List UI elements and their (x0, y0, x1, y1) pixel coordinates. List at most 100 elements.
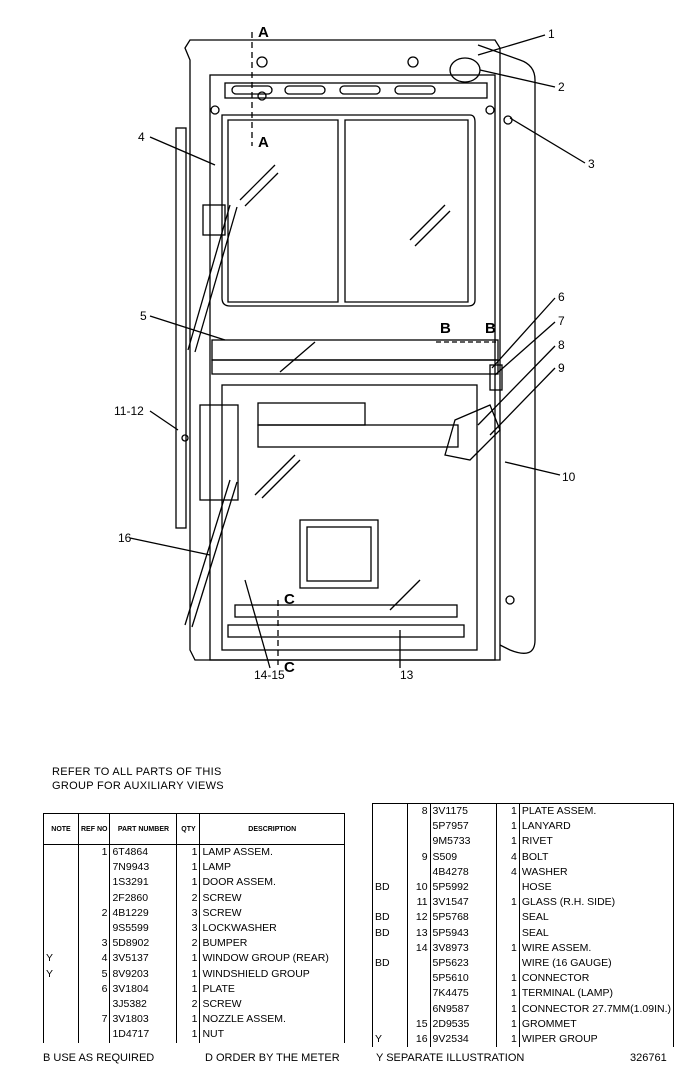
callout-label: 10 (562, 470, 576, 484)
description-cell: DOOR ASSEM. (202, 876, 276, 889)
seal-strip (175, 127, 187, 529)
part-number-cell: 3V1803 (109, 1012, 178, 1028)
qty-cell: 1 (496, 1032, 520, 1048)
lamp (449, 57, 481, 83)
ref-cell: 2 (78, 905, 111, 922)
header-note: NOTE (43, 813, 79, 845)
part-number-cell: 3V1175 (430, 803, 498, 820)
note-cell: Y (43, 951, 79, 967)
section-view-letter: C (284, 591, 295, 608)
note-cell (43, 936, 79, 952)
description-cell: LANYARD (521, 820, 571, 833)
qty-cell: 2 (176, 890, 201, 906)
section-view-letter: C (284, 659, 295, 676)
description-cell: RIVET (521, 835, 553, 848)
qty-cell: 1 (176, 1027, 201, 1043)
callout-label: 1 (548, 27, 555, 41)
part-number-cell: 5D8902 (109, 936, 178, 952)
part-number-cell: 5P5992 (430, 880, 498, 896)
header-qty: QTY (176, 813, 201, 845)
qty-cell: 4 (496, 849, 520, 865)
note-cell: BD (372, 880, 408, 896)
description-cell: PLATE ASSEM. (521, 805, 597, 817)
note-cell (372, 864, 408, 881)
part-number-cell: 5P5610 (430, 971, 498, 987)
ref-cell (407, 986, 431, 1002)
part-number-cell: 2F2860 (109, 890, 178, 906)
callout-label: 11-12 (114, 404, 144, 418)
part-number-cell: 3V1804 (109, 981, 178, 998)
part-number-cell: 9M5733 (430, 834, 498, 850)
qty-cell: 1 (496, 971, 520, 987)
section-view-letter: A (258, 24, 269, 41)
hose-fitting (444, 404, 501, 461)
ref-cell: 14 (407, 940, 431, 957)
qty-cell: 4 (496, 864, 520, 881)
access-plate (299, 519, 379, 589)
ref-cell (407, 971, 431, 987)
qty-cell: 1 (496, 803, 520, 820)
wiper-motor (199, 404, 239, 501)
ref-cell: 15 (407, 1016, 431, 1033)
description-cell: BOLT (521, 850, 549, 863)
part-number-cell: 5P7957 (430, 819, 498, 835)
qty-cell: 1 (496, 940, 520, 957)
header-ref-no: REF NO (78, 813, 111, 845)
callout-label: 9 (558, 361, 565, 375)
ref-cell (78, 1027, 111, 1043)
part-number-cell: 4B4278 (430, 864, 498, 881)
part-number-cell: 6N9587 (430, 1001, 498, 1017)
qty-cell (496, 925, 520, 941)
qty-cell: 1 (176, 875, 201, 891)
ref-cell (407, 1001, 431, 1017)
seal-bottom (227, 624, 465, 638)
callout-label: 5 (140, 309, 147, 323)
note-cell (43, 997, 79, 1013)
note-cell (43, 921, 79, 937)
description-cell: WIRE ASSEM. (521, 941, 592, 954)
callout-label: 6 (558, 290, 565, 304)
description-cell: LAMP ASSEM. (202, 846, 273, 858)
note-cell (372, 895, 408, 911)
ref-cell: 5 (78, 966, 111, 982)
parts-table-left: NOTE REF NO PART NUMBER QTY DESCRIPTION … (43, 813, 345, 1043)
ref-cell: 7 (78, 1012, 111, 1028)
note-cell: BD (372, 910, 408, 926)
ref-cell: 12 (407, 910, 431, 926)
ref-cell: 3 (78, 936, 111, 952)
callout-label: 4 (138, 130, 145, 144)
part-number-cell: 6T4864 (109, 844, 178, 861)
note-cell (43, 875, 79, 891)
ref-cell: 6 (78, 981, 111, 998)
callout-label: 2 (558, 80, 565, 94)
description-cell: SEAL (521, 911, 549, 924)
callout-label: 7 (558, 314, 565, 328)
note-line-1: REFER TO ALL PARTS OF THIS (52, 766, 222, 778)
ref-cell: 13 (407, 925, 431, 941)
part-number-cell: 9V2534 (430, 1032, 498, 1048)
ref-cell: 1 (78, 844, 111, 861)
qty-cell: 1 (176, 966, 201, 982)
part-number-cell: 9S5599 (109, 921, 178, 937)
door-frame (209, 74, 496, 661)
part-number-cell: 7N9943 (109, 860, 178, 876)
qty-cell: 1 (496, 895, 520, 911)
callout-label: 8 (558, 338, 565, 352)
description-cell: NOZZLE ASSEM. (202, 1013, 286, 1026)
ref-cell (78, 860, 111, 876)
